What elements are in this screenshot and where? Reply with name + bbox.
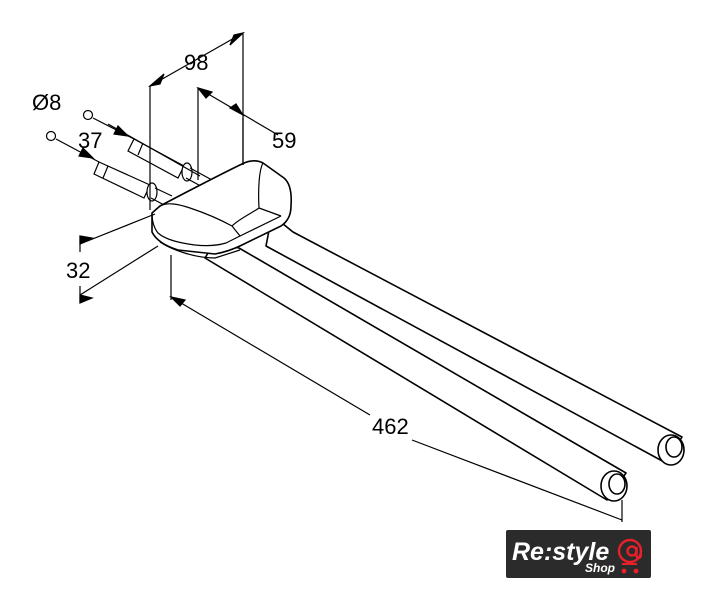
dim-98-label: 98 [184,50,208,75]
rail-front [204,242,628,502]
wall-bracket [151,160,293,259]
dim-diameter-label: Ø8 [32,90,61,115]
logo-sub-text: Shop [585,561,615,575]
dim-59 [196,86,279,180]
restyle-shop-logo: Re:style Shop [506,530,651,578]
dim-32-label: 32 [66,258,90,283]
dim-32 [79,213,159,304]
dim-37-label: 37 [78,128,102,153]
dim-59-label: 59 [272,128,296,153]
logo-background [506,530,651,578]
logo-brand-text: Re:style [512,538,609,566]
dim-37 [107,123,201,177]
at-cart-icon [617,538,643,574]
dim-462-label: 462 [372,414,409,439]
dim-462 [169,255,623,522]
dim-diameter [45,109,135,163]
dim-98 [147,31,246,210]
rail-back [265,214,685,466]
